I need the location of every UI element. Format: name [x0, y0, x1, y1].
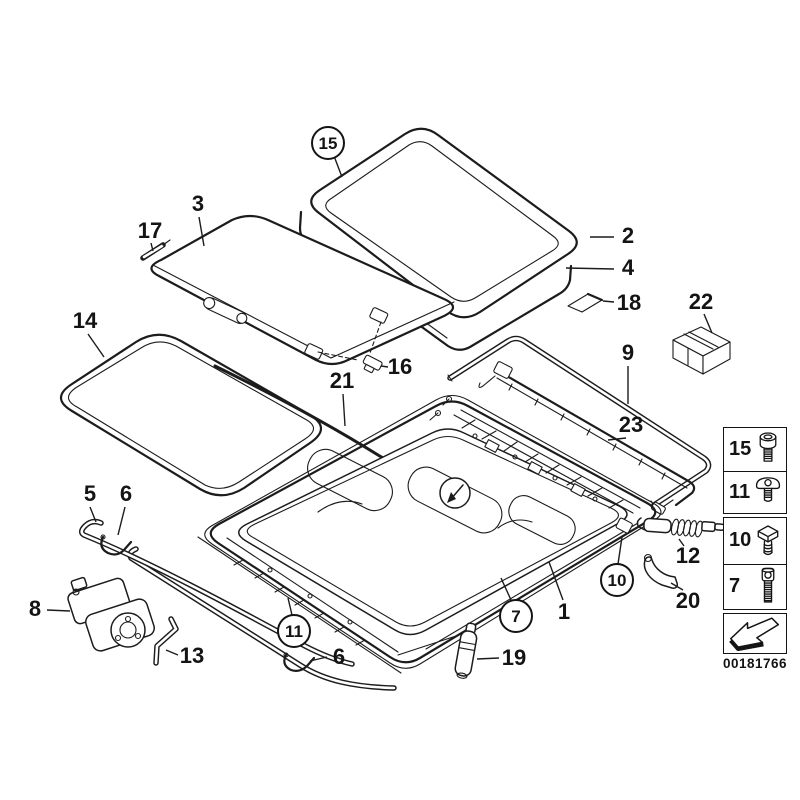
- drive-motor-drawing: [67, 576, 155, 652]
- leader-line-14: [87, 333, 105, 358]
- leader-line-5: [89, 506, 97, 523]
- callout-12[interactable]: 12: [675, 543, 701, 568]
- hook-bracket-drawing: [643, 553, 678, 589]
- spring-shaft-drawing: [636, 517, 725, 538]
- fastener-legend-box-1: 15 11: [723, 427, 787, 514]
- leader-line-17: [150, 242, 154, 252]
- callout-20[interactable]: 20: [675, 588, 701, 613]
- leader-line-16: [380, 365, 389, 368]
- callout-10[interactable]: 10: [600, 563, 634, 597]
- roof-seal-drawing: [59, 333, 323, 497]
- callout-21[interactable]: 21: [329, 368, 355, 393]
- leader-line-21: [342, 393, 346, 427]
- callout-7[interactable]: 7: [499, 599, 533, 633]
- callout-9[interactable]: 9: [621, 340, 635, 365]
- retaining-clip-drawing: [100, 534, 316, 672]
- front-trim-rail-drawing: [127, 546, 397, 691]
- callout-6[interactable]: 6: [119, 481, 133, 506]
- pan-head-screw-icon: [755, 477, 781, 503]
- leader-line-19: [476, 657, 500, 660]
- leader-line-6: [309, 656, 328, 662]
- direction-arrow-box: [723, 613, 787, 654]
- callout-23[interactable]: 23: [618, 412, 644, 437]
- leader-line-3: [198, 216, 205, 247]
- sunshade-handle-drawing: [203, 297, 248, 324]
- hex-head-bolt-icon: [757, 525, 779, 555]
- document-number: 00181766: [722, 656, 788, 671]
- leader-line-20: [670, 582, 684, 591]
- callout-2[interactable]: 2: [621, 223, 635, 248]
- callout-19[interactable]: 19: [501, 645, 527, 670]
- callout-15[interactable]: 15: [311, 126, 345, 160]
- socket-cap-screw-long-icon: [761, 567, 775, 603]
- slide-pin-drawing: [140, 239, 171, 261]
- leader-line-6: [117, 506, 126, 536]
- callout-22[interactable]: 22: [688, 289, 714, 314]
- legend-label: 11: [729, 480, 751, 503]
- legend-label: 7: [729, 575, 741, 598]
- bent-rod-drawing: [153, 616, 179, 666]
- callout-17[interactable]: 17: [137, 218, 163, 243]
- legend-label: 10: [729, 529, 752, 552]
- direction-arrow-icon: [729, 616, 780, 651]
- legend-row-15: 15: [724, 428, 786, 471]
- callout-13[interactable]: 13: [179, 643, 205, 668]
- callout-1[interactable]: 1: [557, 599, 571, 624]
- legend-row-7: 7: [724, 563, 786, 610]
- leader-line-11: [287, 597, 293, 616]
- leader-line-13: [165, 649, 179, 656]
- leader-line-12: [678, 538, 685, 547]
- leader-line-1: [548, 561, 564, 601]
- damper-drawing: [454, 622, 478, 679]
- callout-14[interactable]: 14: [72, 308, 98, 333]
- legend-row-11: 11: [724, 470, 786, 514]
- deflector-rail-drawing: [478, 361, 696, 515]
- leader-line-4: [565, 267, 615, 270]
- leader-line-10: [617, 536, 623, 565]
- direction-marker-drawing: [439, 477, 471, 509]
- kit-box-drawing: [672, 326, 731, 375]
- slider-piece-drawing: [362, 354, 383, 374]
- gasket-chip-drawing: [567, 292, 604, 313]
- callout-5[interactable]: 5: [83, 481, 97, 506]
- legend-row-10: 10: [724, 518, 786, 564]
- fastener-legend-box-2: 10 7: [723, 517, 787, 610]
- sunshade-clip-drawing: [304, 307, 389, 361]
- socket-head-cap-screw-icon: [759, 432, 777, 462]
- callout-8[interactable]: 8: [28, 596, 42, 621]
- leader-line-23: [607, 437, 627, 441]
- leader-line-18: [602, 300, 615, 303]
- callout-16[interactable]: 16: [387, 354, 413, 379]
- callout-6[interactable]: 6: [332, 644, 346, 669]
- leader-line-15: [333, 155, 343, 178]
- legend-label: 15: [729, 437, 752, 460]
- callout-4[interactable]: 4: [621, 255, 635, 280]
- callout-18[interactable]: 18: [616, 290, 642, 315]
- headliner-cutouts-drawing: [307, 448, 576, 545]
- leader-line-8: [46, 609, 71, 612]
- sunshade-panel-drawing: [150, 214, 455, 366]
- glass-panel-drawing: [298, 127, 578, 351]
- callout-11[interactable]: 11: [277, 614, 311, 648]
- callout-3[interactable]: 3: [191, 191, 205, 216]
- leader-line-22: [703, 313, 713, 334]
- leader-line-7: [500, 577, 512, 601]
